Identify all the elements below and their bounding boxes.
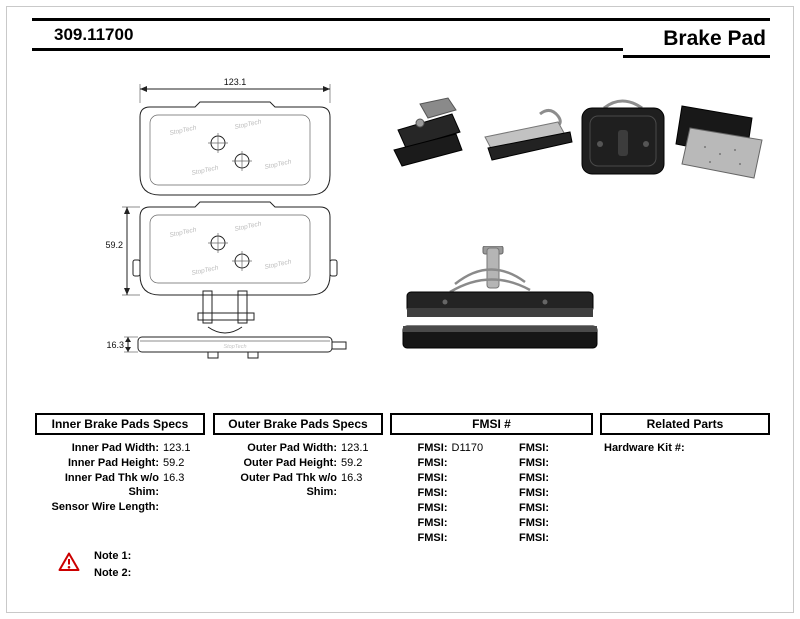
note-lines: Note 1: Note 2: (94, 550, 131, 584)
inner-specs-header: Inner Brake Pads Specs (35, 413, 205, 435)
fmsi-value: D1170 (451, 442, 484, 454)
spec-value (159, 500, 205, 514)
spec-row-outer-thickness: Outer Pad Thk w/o Shim: 16.3 (213, 471, 383, 499)
page-title: Brake Pad (663, 27, 766, 50)
brake-pad-technical-drawing: 123.1 StopTech StopTech StopTech StopTec… (105, 77, 347, 359)
fmsi-value (549, 516, 593, 530)
watermark-text: StopTech (264, 158, 292, 171)
outer-specs-column: Outer Brake Pads Specs Outer Pad Width: … (213, 413, 383, 545)
title-section: Brake Pad (623, 21, 770, 58)
note-1-label: Note 1: (94, 550, 132, 562)
fmsi-row: FMSI: FMSI: (390, 516, 593, 530)
spec-value: 59.2 (341, 457, 363, 469)
spec-label: Outer Pad Thk w/o Shim: (240, 472, 337, 498)
fmsi-row: FMSI:D1170 FMSI: (390, 441, 593, 455)
spec-value: 16.3 (163, 472, 185, 484)
fmsi-value (448, 486, 492, 500)
part-number: 309.11700 (54, 25, 134, 44)
watermark-text: StopTech (264, 258, 292, 271)
fmsi-value (448, 471, 492, 485)
notes-section: Note 1: Note 2: (58, 550, 131, 584)
related-row-hardware-kit: Hardware Kit #: (600, 441, 770, 455)
fmsi-column: FMSI # FMSI:D1170 FMSI: FMSI: FMSI: FMSI… (390, 413, 593, 545)
watermark-text: StopTech (191, 264, 219, 277)
dim-height-label: 59.2 (105, 240, 123, 250)
fmsi-row: FMSI: FMSI: (390, 456, 593, 470)
spec-value: 59.2 (163, 457, 185, 469)
fmsi-header: FMSI # (390, 413, 593, 435)
watermark-text: StopTech (223, 344, 246, 350)
part-number-section: 309.11700 (32, 21, 624, 51)
spec-label: Inner Pad Height: (67, 457, 159, 469)
fmsi-value (549, 501, 593, 515)
fmsi-value (448, 531, 492, 545)
fmsi-label: FMSI: (417, 532, 448, 544)
fmsi-row: FMSI: FMSI: (390, 471, 593, 485)
watermark-text: StopTech (234, 220, 262, 233)
fmsi-value (549, 486, 593, 500)
fmsi-value (448, 501, 492, 515)
fmsi-row: FMSI: FMSI: (390, 486, 593, 500)
fmsi-label: FMSI: (417, 502, 448, 514)
brake-pad-photos-top (393, 97, 763, 179)
spec-label: Outer Pad Height: (243, 457, 337, 469)
fmsi-label: FMSI: (417, 442, 448, 454)
fmsi-value (549, 441, 593, 455)
fmsi-label: FMSI: (519, 517, 549, 529)
spec-row-inner-width: Inner Pad Width: 123.1 (35, 441, 205, 455)
fmsi-value (549, 531, 593, 545)
fmsi-value (549, 456, 593, 470)
watermark-text: StopTech (234, 118, 262, 131)
related-parts-column: Related Parts Hardware Kit #: (600, 413, 770, 545)
dim-thickness-label: 16.3 (106, 340, 124, 350)
fmsi-value (448, 516, 492, 530)
fmsi-label: FMSI: (519, 457, 549, 469)
note-1: Note 1: (94, 550, 131, 562)
fmsi-row: FMSI: FMSI: (390, 501, 593, 515)
note-2-label: Note 2: (94, 567, 132, 579)
spec-row-outer-width: Outer Pad Width: 123.1 (213, 441, 383, 455)
fmsi-label: FMSI: (417, 487, 448, 499)
related-parts-header: Related Parts (600, 413, 770, 435)
related-label: Hardware Kit #: (604, 442, 685, 454)
fmsi-label: FMSI: (519, 442, 549, 454)
spec-row-outer-height: Outer Pad Height: 59.2 (213, 456, 383, 470)
dim-width-label: 123.1 (224, 77, 247, 87)
brake-pad-photos-bottom (402, 246, 598, 349)
fmsi-row: FMSI: FMSI: (390, 531, 593, 545)
spec-label: Outer Pad Width: (247, 442, 337, 454)
fmsi-value (549, 471, 593, 485)
spec-label: Inner Pad Width: (71, 442, 159, 454)
spec-value: 123.1 (341, 442, 369, 454)
fmsi-label: FMSI: (519, 502, 549, 514)
fmsi-label: FMSI: (417, 457, 448, 469)
spec-row-inner-thickness: Inner Pad Thk w/o Shim: 16.3 (35, 471, 205, 499)
spec-label: Sensor Wire Length: (51, 501, 159, 513)
spec-label: Inner Pad Thk w/o Shim: (64, 472, 159, 498)
fmsi-label: FMSI: (417, 472, 448, 484)
fmsi-label: FMSI: (519, 487, 549, 499)
warning-icon (58, 552, 80, 571)
inner-specs-column: Inner Brake Pads Specs Inner Pad Width: … (35, 413, 205, 545)
fmsi-label: FMSI: (519, 472, 549, 484)
fmsi-value (448, 456, 492, 470)
spec-value: 123.1 (163, 442, 191, 454)
watermark-text: StopTech (169, 226, 197, 239)
header: 309.11700 Brake Pad (32, 18, 770, 58)
fmsi-label: FMSI: (519, 532, 549, 544)
spec-row-inner-height: Inner Pad Height: 59.2 (35, 456, 205, 470)
outer-specs-header: Outer Brake Pads Specs (213, 413, 383, 435)
fmsi-label: FMSI: (417, 517, 448, 529)
watermark-text: StopTech (191, 164, 219, 177)
note-2: Note 2: (94, 567, 131, 579)
watermark-text: StopTech (169, 124, 197, 137)
spec-value: 16.3 (341, 472, 363, 484)
spec-table: Inner Brake Pads Specs Inner Pad Width: … (35, 413, 770, 545)
spec-row-sensor-wire: Sensor Wire Length: (35, 500, 205, 514)
